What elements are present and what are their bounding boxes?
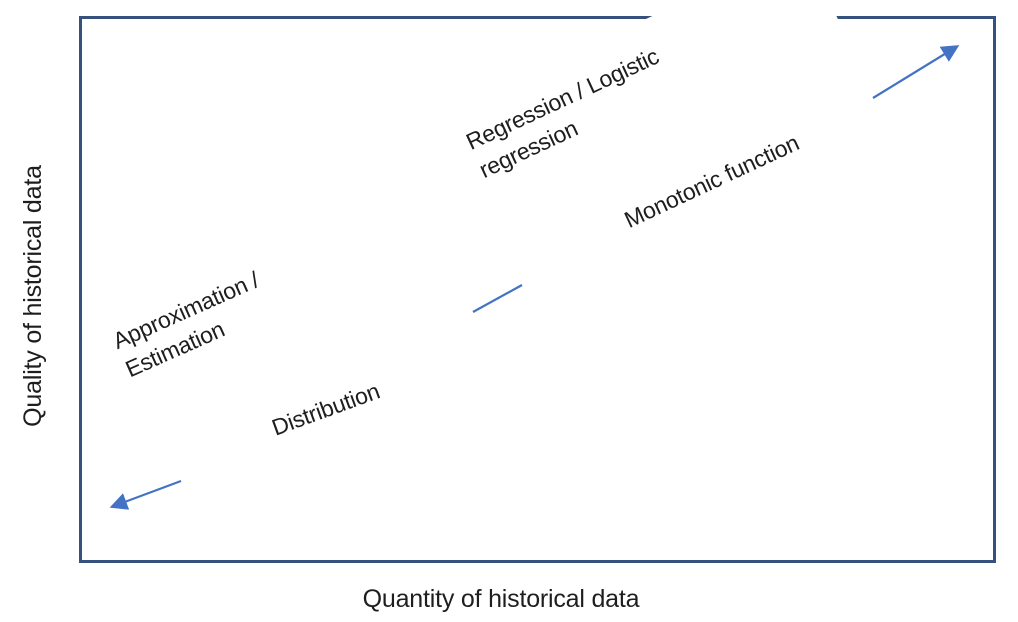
x-axis-label: Quantity of historical data: [362, 585, 640, 613]
y-axis-label: Quality of historical data: [19, 165, 47, 427]
plot-area-border: [79, 16, 996, 563]
